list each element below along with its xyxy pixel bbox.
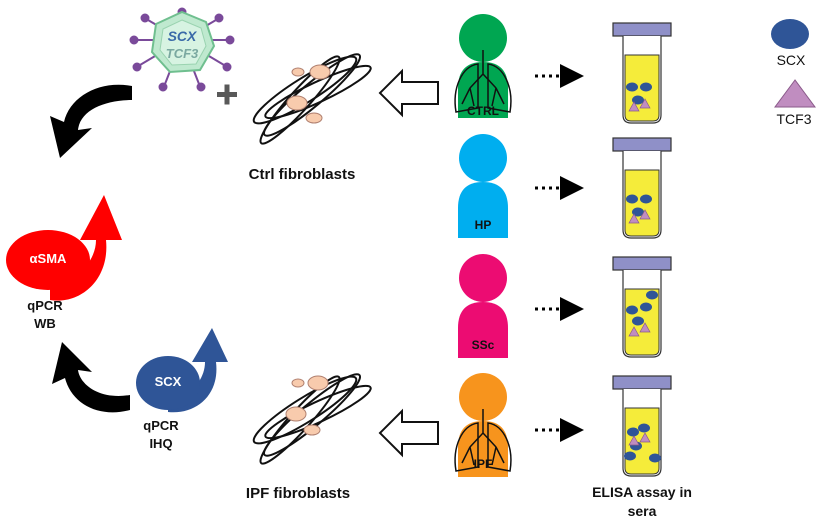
- scx-marker-icon: [646, 290, 658, 300]
- tcf3-marker-icon: [628, 213, 640, 224]
- curved-arrow-bottom-icon: [52, 342, 130, 413]
- tcf3-marker-icon: [628, 435, 640, 446]
- scx-marker-icon: [626, 305, 638, 315]
- asma-method-wb: WB: [34, 316, 56, 331]
- tcf3-marker-icon: [639, 432, 651, 443]
- curved-arrow-top-icon: [50, 84, 132, 158]
- dotted-arrows: [535, 64, 584, 442]
- legend-scx-label: SCX: [776, 52, 806, 68]
- elisa-tube-icon: [612, 22, 672, 124]
- tcf3-marker-icon: [639, 322, 651, 333]
- scx-marker-icon: [626, 82, 638, 92]
- patient-ssc-icon: [458, 254, 508, 358]
- scx-marker-icon: [624, 451, 636, 461]
- scx-marker-icon: [638, 423, 650, 433]
- patient-ipf-icon: [454, 373, 512, 477]
- elisa-tube-icon: [612, 256, 672, 358]
- scx-marker-icon: [640, 82, 652, 92]
- scx-upregulation-arrow-icon: [136, 328, 228, 413]
- plus-icon: [217, 84, 237, 105]
- ipf-fibroblasts-label: IPF fibroblasts: [245, 485, 351, 502]
- legend-tcf3-label: TCF3: [776, 111, 812, 127]
- scx-marker-icon: [626, 194, 638, 204]
- viral-vector-icon: [129, 7, 235, 92]
- patient-label-ctrl: CTRL: [467, 104, 499, 118]
- patient-hp-icon: [458, 134, 508, 238]
- scx-marker-icon: [640, 194, 652, 204]
- elisa-caption-line1: ELISA assay in: [592, 484, 692, 500]
- ctrl-fibroblasts-icon: [252, 53, 372, 145]
- tcf3-marker-icon: [639, 98, 651, 109]
- ipf-fibroblasts-icon: [252, 373, 372, 465]
- scx-method-ihq: IHQ: [149, 436, 173, 451]
- asma-upregulation-arrow-icon: [6, 195, 122, 301]
- scx-marker-icon: [632, 316, 644, 326]
- patient-label-ipf: IPF: [473, 457, 493, 471]
- asma-label: αSMA: [29, 251, 67, 266]
- elisa-caption-line2: sera: [627, 503, 657, 519]
- hollow-arrow-ctrl-icon: [378, 68, 439, 118]
- asma-method-qpcr: qPCR: [27, 298, 63, 313]
- ctrl-fibroblasts-label: Ctrl fibroblasts: [248, 166, 356, 183]
- lungs-icon: [454, 50, 512, 113]
- patient-label-hp: HP: [474, 218, 492, 232]
- patient-label-ssc: SSc: [471, 338, 495, 352]
- patient-ctrl-icon: [454, 14, 512, 118]
- legend-tcf3-marker-icon: [774, 79, 816, 108]
- lungs-icon: [454, 409, 512, 472]
- scx-marker-icon: [640, 302, 652, 312]
- virus-label-scx: SCX: [167, 28, 197, 44]
- tcf3-marker-icon: [628, 326, 640, 337]
- tcf3-marker-icon: [628, 101, 640, 112]
- scx-method-qpcr: qPCR: [143, 418, 179, 433]
- scx-marker-icon: [632, 95, 644, 105]
- hollow-arrow-ipf-icon: [378, 408, 439, 458]
- legend-scx-marker-icon: [771, 19, 809, 49]
- scx-marker-icon: [649, 453, 661, 463]
- tcf3-marker-icon: [639, 209, 651, 220]
- virus-label-tcf3: TCF3: [165, 46, 199, 61]
- scx-marker-icon: [627, 427, 639, 437]
- scx-arrow-label: SCX: [154, 374, 182, 389]
- scx-marker-icon: [632, 207, 644, 217]
- elisa-tube-icon: [612, 137, 672, 239]
- elisa-tube-icon: [612, 375, 672, 477]
